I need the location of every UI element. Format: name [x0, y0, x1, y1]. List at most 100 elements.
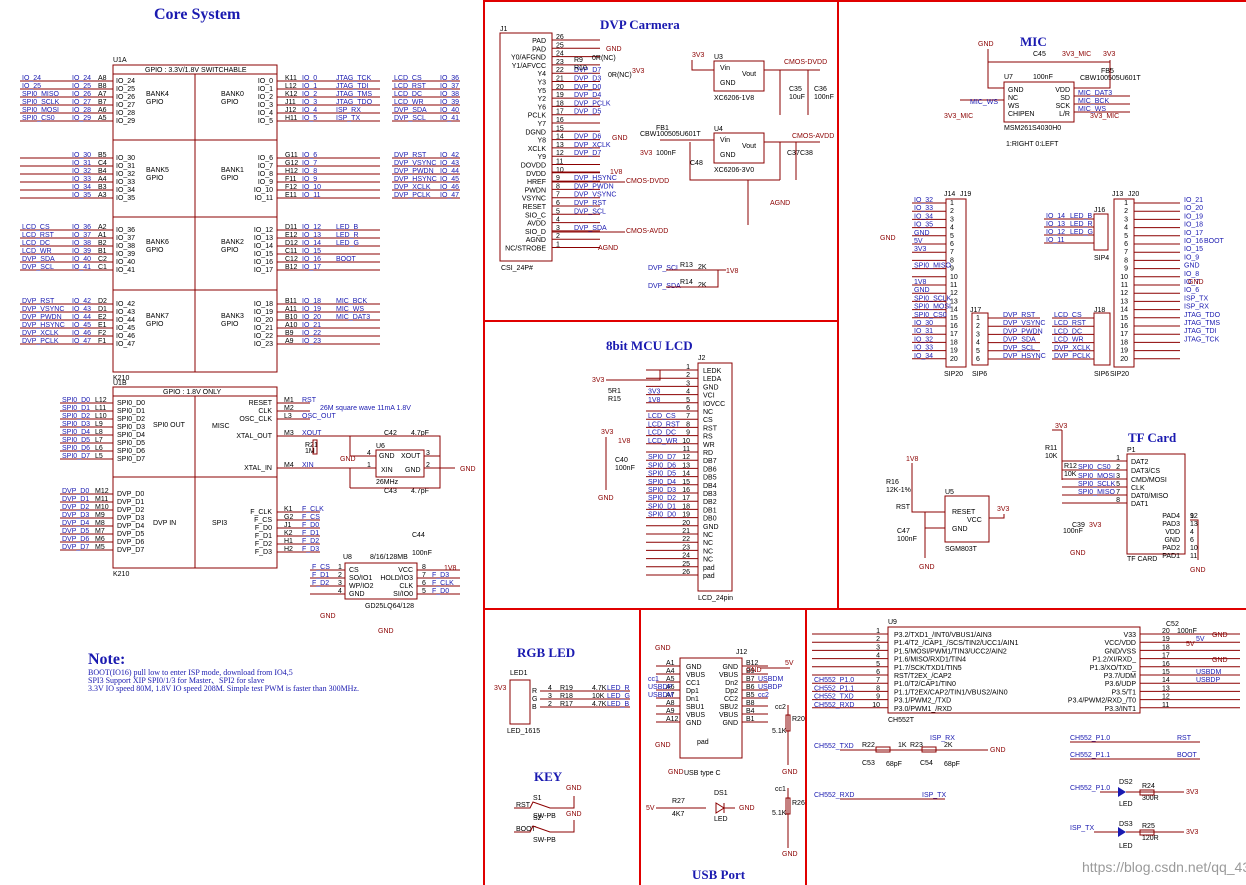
c45-val: 100nF	[1033, 74, 1053, 81]
bank-label: BANK2	[221, 239, 244, 246]
u1a-left-id: IO_44	[72, 314, 91, 321]
dvp-net: DVP_D6	[62, 536, 89, 543]
mic-u7: U7 MSM261S4030H0 C45 100nF FB5 CBW100505…	[944, 41, 1141, 148]
r22-val: 1K	[898, 742, 907, 749]
u1a-right-net: MIC_BCK	[336, 298, 367, 305]
dvp-pin-num: 9	[556, 175, 560, 182]
svg-text:XIN: XIN	[381, 467, 393, 474]
flash-net-r: F_D3	[432, 572, 449, 579]
r25-val: 120R	[1142, 835, 1159, 842]
lcd-pin-name: WR	[703, 442, 715, 449]
u1a-right-name: IO_8	[258, 171, 273, 178]
dvp-pin-name: Y5	[537, 88, 546, 95]
r25-ref: R25	[1142, 823, 1155, 830]
sip-mid-num: 1	[976, 315, 980, 322]
misc-name: XTAL_OUT	[236, 433, 272, 440]
u8-title: 8/16/128MB	[370, 554, 408, 561]
rgb-val: 10K	[592, 693, 605, 700]
u5-pin-vcc: VCC	[967, 517, 982, 524]
rgb-num: 2	[548, 701, 552, 708]
svg-text:2: 2	[426, 462, 430, 469]
misc-pin: M3	[284, 430, 294, 437]
led1-ref: LED1	[510, 670, 528, 677]
dvp-net: DVP_D7	[62, 544, 89, 551]
rgb-pin: B	[532, 704, 537, 711]
j16-ref: J16	[1094, 207, 1105, 214]
spi3-net: F_CLK	[302, 506, 324, 513]
r11-val: 10K	[1045, 453, 1058, 460]
ch552-num-r: 20	[1162, 628, 1170, 635]
u1a-left-id: IO_34	[72, 184, 91, 191]
usb-num-r: B12	[746, 660, 759, 667]
dvp-net: DVP_D0	[62, 488, 89, 495]
c52-ref: C52	[1166, 621, 1179, 628]
usb-num-l: A7	[666, 692, 675, 699]
dvp-pin-name: VSYNC	[522, 196, 546, 203]
s1-part: SW-PB	[533, 813, 556, 820]
mic-pin-r: SCK	[1056, 103, 1071, 110]
ext-net: LCD_WR	[394, 99, 424, 106]
ch552-gnd: GND	[1212, 632, 1228, 639]
u1a-right-net: MIC_DAT3	[336, 314, 370, 321]
u1a-right-net: LED_G	[336, 240, 359, 247]
lcd-pin-num: 26	[682, 569, 690, 576]
ch552-pin-r: VCC/VDD	[1104, 640, 1136, 647]
usb-num-l: A5	[666, 676, 675, 683]
ch552-pin-l: P1.6/MISO/RXD1/TIN4	[894, 657, 966, 664]
spi-pin: L12	[95, 397, 107, 404]
flash-net-r: F_CLK	[432, 580, 454, 587]
lcd-pin-name: DB3	[703, 491, 717, 498]
lcd-pin-num: 8	[686, 421, 690, 428]
bank-gpio: GPIO	[221, 247, 239, 254]
r13-val: 2K	[698, 264, 707, 271]
u1a-left-id: IO_40	[72, 256, 91, 263]
flash-num-l: 4	[338, 588, 342, 595]
key-rst-net: RST	[516, 802, 531, 809]
u1a-right-pin: L12	[285, 83, 297, 90]
ext-net: DVP_PWDN	[394, 168, 434, 175]
sip-mid-net: DVP_RST	[1003, 312, 1036, 319]
u1a-left-name: IO_36	[116, 227, 135, 234]
dvp-name: DVP_D0	[117, 491, 144, 498]
u1a-left-id: IO_38	[72, 240, 91, 247]
u4-part: XC6206-3V0	[714, 167, 754, 174]
osc-note: 26M square wave 11mA 1.8V	[320, 405, 411, 412]
dvp-pin-name: DOVDD	[521, 163, 546, 170]
u3-vin: Vin	[720, 65, 730, 72]
spi-net: SPI0_D2	[62, 413, 90, 420]
mic-net: MIC_DAT3	[1078, 90, 1112, 97]
p1-part: TF CARD	[1127, 556, 1157, 563]
sip-right-num: 8	[1124, 257, 1128, 264]
usb-net-r: cc2	[758, 692, 769, 699]
usb-net-l: USBDP	[648, 684, 672, 691]
sip-right-num: 6	[1124, 241, 1128, 248]
dvp-pin-net: DVP_D4	[574, 92, 601, 99]
j17-ref: J17	[970, 307, 981, 314]
r12-val: 10K	[1064, 471, 1077, 478]
sip-right-num: 3	[1124, 216, 1128, 223]
u1a-left-pin: B1	[98, 248, 107, 255]
dvp-net: DVP_D4	[62, 520, 89, 527]
usb-cc1: cc1	[775, 786, 786, 793]
usb-gnd-c: GND	[746, 667, 762, 674]
j16-led: LED_B	[1070, 213, 1093, 220]
u1a-right-net: JTAG_TMS	[336, 91, 372, 98]
u1a-left-net: DVP_PWDN	[22, 314, 62, 321]
dvp-1v8: 1V8	[610, 169, 623, 176]
rgb-res: R18	[560, 693, 573, 700]
ch552-num-r: 16	[1162, 661, 1170, 668]
mic-pin-r: VDD	[1055, 87, 1070, 94]
dvp-pin-num: 25	[556, 42, 564, 49]
dvp-pin-name: DGND	[525, 129, 546, 136]
bank-gpio: GPIO	[146, 321, 164, 328]
sip-right-net: IO_8	[1184, 271, 1199, 278]
dvp-pin-net: DVP_VSYNC	[574, 192, 616, 199]
u1a-left-id: IO_30	[72, 152, 91, 159]
dvp-pin-num: 23	[556, 59, 564, 66]
usb-num-r: B4	[746, 708, 755, 715]
mic-ws-left: MIC_WS	[970, 99, 998, 106]
dvp-pin-name: DVDD	[526, 171, 546, 178]
bank-label: BANK6	[146, 239, 169, 246]
usb-pin-r: VBUS	[719, 672, 738, 679]
